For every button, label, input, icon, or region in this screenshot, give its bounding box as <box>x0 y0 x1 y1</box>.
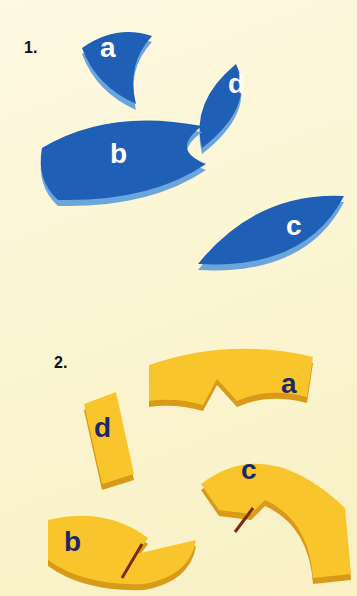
group-number: 2. <box>54 355 67 371</box>
blue-puzzle-piece: b <box>38 108 210 206</box>
yellow-puzzle-piece: c <box>193 438 355 580</box>
yellow-puzzle-piece: a <box>145 343 317 411</box>
blue-puzzle-piece: c <box>194 192 348 272</box>
yellow-puzzle-piece: d <box>80 388 138 486</box>
piece-letter: a <box>281 370 297 398</box>
piece-letter: b <box>110 140 127 168</box>
piece-letter: b <box>64 528 81 556</box>
piece-face <box>82 32 152 104</box>
piece-slit <box>235 508 253 532</box>
piece-face <box>198 196 344 265</box>
piece-face <box>41 120 206 200</box>
piece-letter: d <box>94 414 111 442</box>
blue-puzzle-piece: d <box>192 62 254 152</box>
piece-face <box>84 392 134 484</box>
blue-puzzle-piece: a <box>78 26 156 108</box>
piece-face <box>149 349 313 405</box>
piece-shape <box>194 192 348 280</box>
piece-face <box>48 516 196 584</box>
piece-shape <box>193 438 355 588</box>
piece-face <box>201 464 351 578</box>
piece-letter: c <box>286 212 302 240</box>
piece-slit <box>122 544 142 578</box>
piece-letter: d <box>228 70 245 98</box>
piece-letter: a <box>100 34 116 62</box>
piece-letter: c <box>241 456 257 484</box>
group-number: 1. <box>24 40 37 56</box>
piece-shape <box>78 26 156 116</box>
yellow-puzzle-piece: b <box>44 498 202 586</box>
